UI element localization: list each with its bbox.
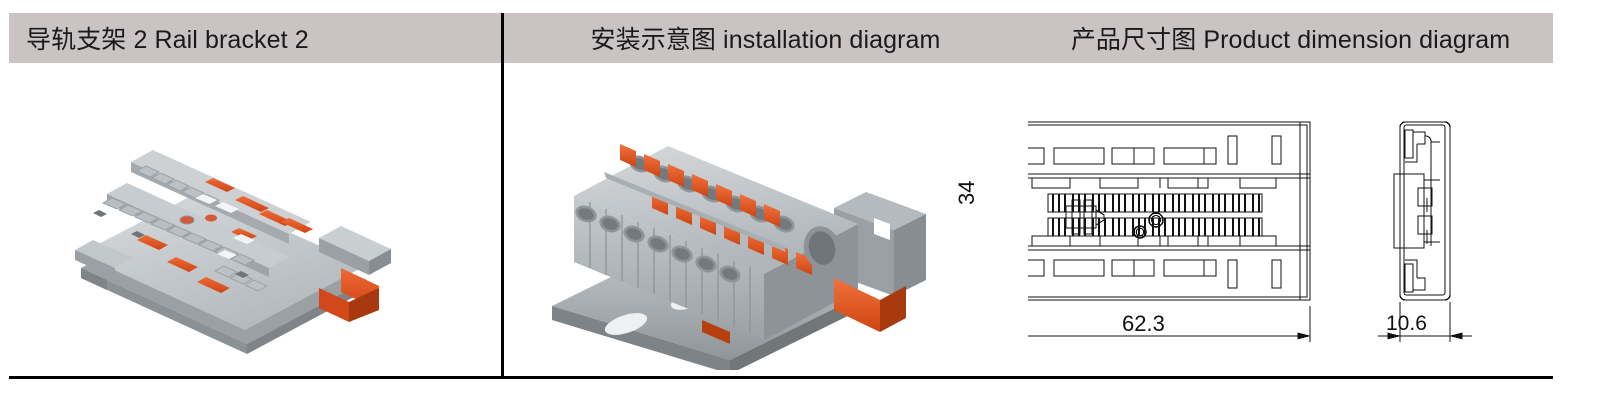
dimension-label-depth: 10.6 xyxy=(1386,312,1427,335)
panel-title-rail-bracket: 导轨支架 2 Rail bracket 2 xyxy=(9,13,501,63)
panel-title-text: 安装示意图 installation diagram xyxy=(590,26,941,54)
dimension-label-length: 62.3 xyxy=(1122,311,1165,336)
bottom-rule xyxy=(9,376,1553,379)
panel-rail-bracket-photo xyxy=(9,70,501,370)
panel-title-installation-diagram: 安装示意图 installation diagram xyxy=(503,13,1028,63)
column-divider xyxy=(501,13,504,379)
panel-title-text: 导轨支架 2 Rail bracket 2 xyxy=(26,26,309,54)
rail-bracket-render xyxy=(9,70,501,370)
header-band xyxy=(9,13,1553,63)
dimension-label-height: 34 xyxy=(954,180,979,205)
panel-installation-diagram xyxy=(504,70,1028,370)
panel-title-text: 产品尺寸图 Product dimension diagram xyxy=(1070,26,1511,54)
panel-title-dimension-diagram: 产品尺寸图 Product dimension diagram xyxy=(1028,13,1553,63)
dimension-drawing xyxy=(1028,70,1553,370)
panel-dimension-drawing xyxy=(1028,70,1553,370)
installation-render xyxy=(504,70,1028,370)
